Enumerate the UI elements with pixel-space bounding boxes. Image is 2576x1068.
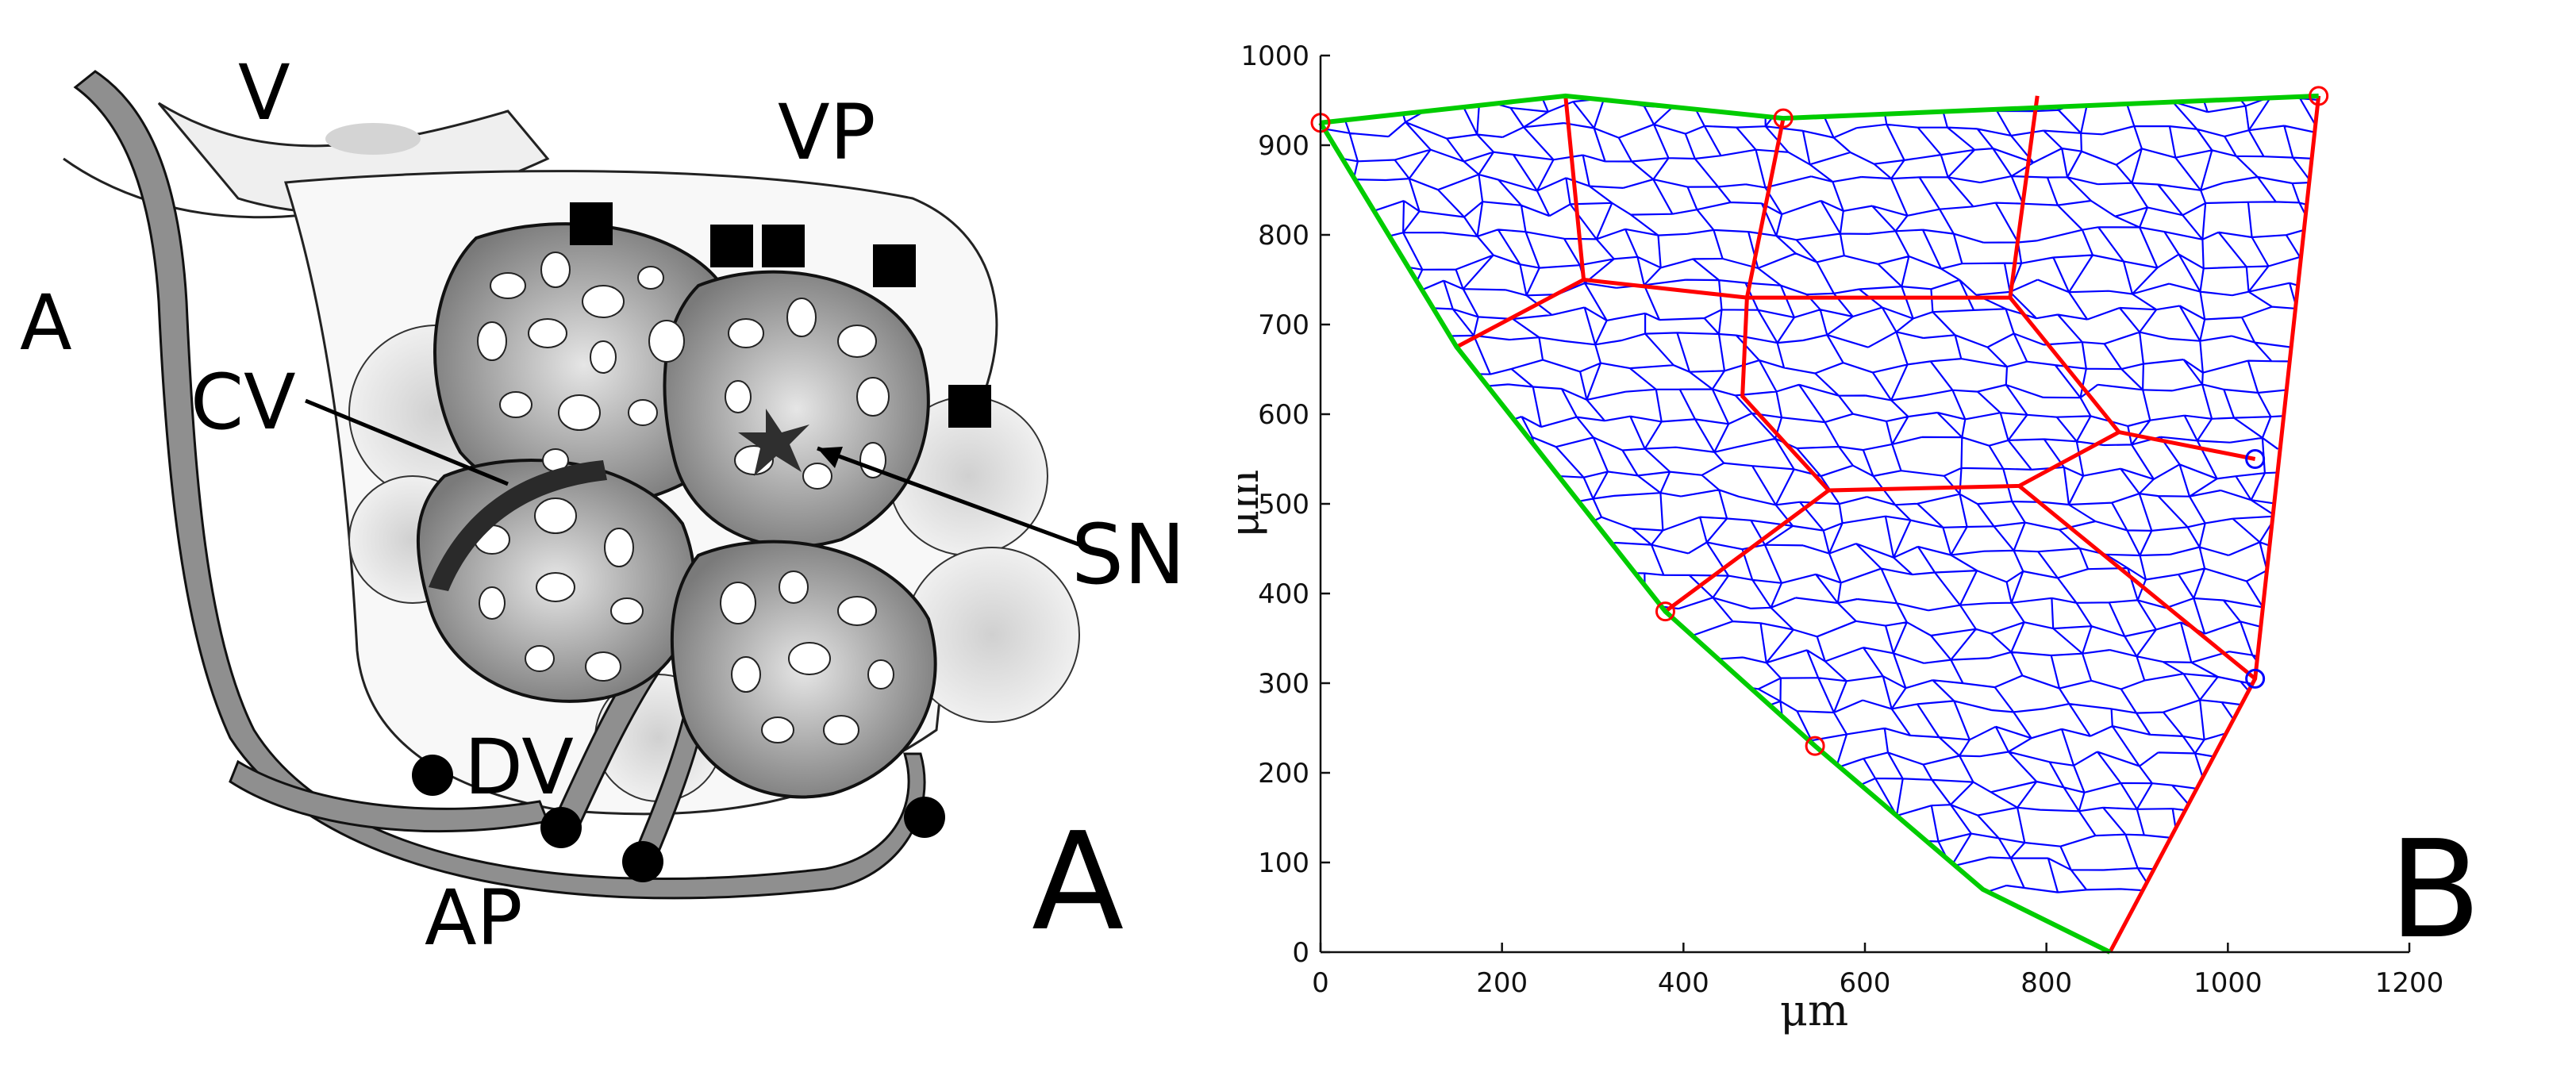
panel-b-plot: 0 200 400 600 800 1000 1200 0 100 200 300 400 500 600… <box>1218 0 2576 1065</box>
sn-pointer-line <box>817 446 1088 550</box>
top-boundary-line <box>1320 93 2319 125</box>
label-a: A <box>20 279 72 367</box>
circle-markers <box>412 755 945 882</box>
red-marker-1 <box>1773 108 1794 129</box>
septum-line-1 <box>1583 95 2040 300</box>
red-marker-3 <box>1655 601 1675 622</box>
y-tick-label-4: 400 <box>1258 578 1309 610</box>
y-tick-label-1: 100 <box>1258 847 1309 879</box>
x-tick-label-3: 600 <box>1840 967 1891 999</box>
axes: 0 200 400 600 800 1000 1200 0 100 200 300 400 500 600… <box>1240 40 2443 999</box>
septum-line-0 <box>1455 95 1586 349</box>
septum-line-4 <box>2008 296 2121 434</box>
red-marker-2 <box>2309 86 2329 106</box>
sinusoid-holes <box>474 252 894 745</box>
right-boundary-septum <box>2108 95 2321 954</box>
red-marker-4 <box>1805 736 1825 756</box>
x-tick-label-0: 0 <box>1312 967 1329 999</box>
panel-a-anatomy: V VP A CV SN DV AP A <box>0 0 1238 1065</box>
label-dv: DV <box>464 723 574 812</box>
y-tick-label-8: 800 <box>1258 220 1309 252</box>
square-markers <box>570 202 991 428</box>
label-v: V <box>238 48 290 137</box>
mesh-plot: 0 200 400 600 800 1000 1200 0 100 200 300 400 500 600… <box>1218 0 2576 1065</box>
blue-marker-1 <box>2245 668 2266 689</box>
x-tick-label-6: 1200 <box>2375 967 2444 999</box>
septum-line-6 <box>2017 484 2257 681</box>
label-vp: VP <box>778 88 876 177</box>
y-tick-label-6: 600 <box>1258 399 1309 431</box>
sn-arrowhead <box>817 447 843 468</box>
septum-line-3 <box>1740 297 2256 493</box>
label-cv: CV <box>190 358 296 447</box>
septa-lines <box>1455 95 2321 954</box>
y-tick-label-5: 500 <box>1258 489 1309 521</box>
label-ap: AP <box>425 874 523 962</box>
panel-label-a: A <box>1032 804 1124 961</box>
septum-line-5 <box>1663 489 1830 613</box>
x-tick-label-5: 1000 <box>2193 967 2263 999</box>
septum-line-2 <box>1744 117 1786 298</box>
anatomy-drawing: V VP A CV SN DV AP A <box>20 48 1186 962</box>
y-tick-label-7: 700 <box>1258 309 1309 341</box>
x-axis-label: μm <box>1780 985 1848 1035</box>
y-axis-label: μm <box>1238 470 1268 538</box>
panel-label-b: B <box>2389 812 2482 969</box>
boundary-lines <box>1318 93 2319 955</box>
x-tick-label-1: 200 <box>1476 967 1528 999</box>
y-tick-label-10: 1000 <box>1240 40 1309 72</box>
lower-boundary-line <box>1318 121 2112 955</box>
label-sn: SN <box>1071 506 1186 603</box>
y-tick-label-0: 0 <box>1292 937 1309 969</box>
blue-marker-0 <box>2245 449 2266 469</box>
y-tick-label-2: 200 <box>1258 758 1309 789</box>
x-tick-label-4: 800 <box>2020 967 2072 999</box>
artery-vessel <box>73 70 926 900</box>
y-tick-label-3: 300 <box>1258 668 1309 700</box>
x-tick-label-2: 400 <box>1658 967 1709 999</box>
y-tick-label-9: 900 <box>1258 130 1309 162</box>
sinusoid-star <box>738 409 809 476</box>
central-vein <box>429 460 607 591</box>
cv-pointer-line <box>305 398 509 486</box>
